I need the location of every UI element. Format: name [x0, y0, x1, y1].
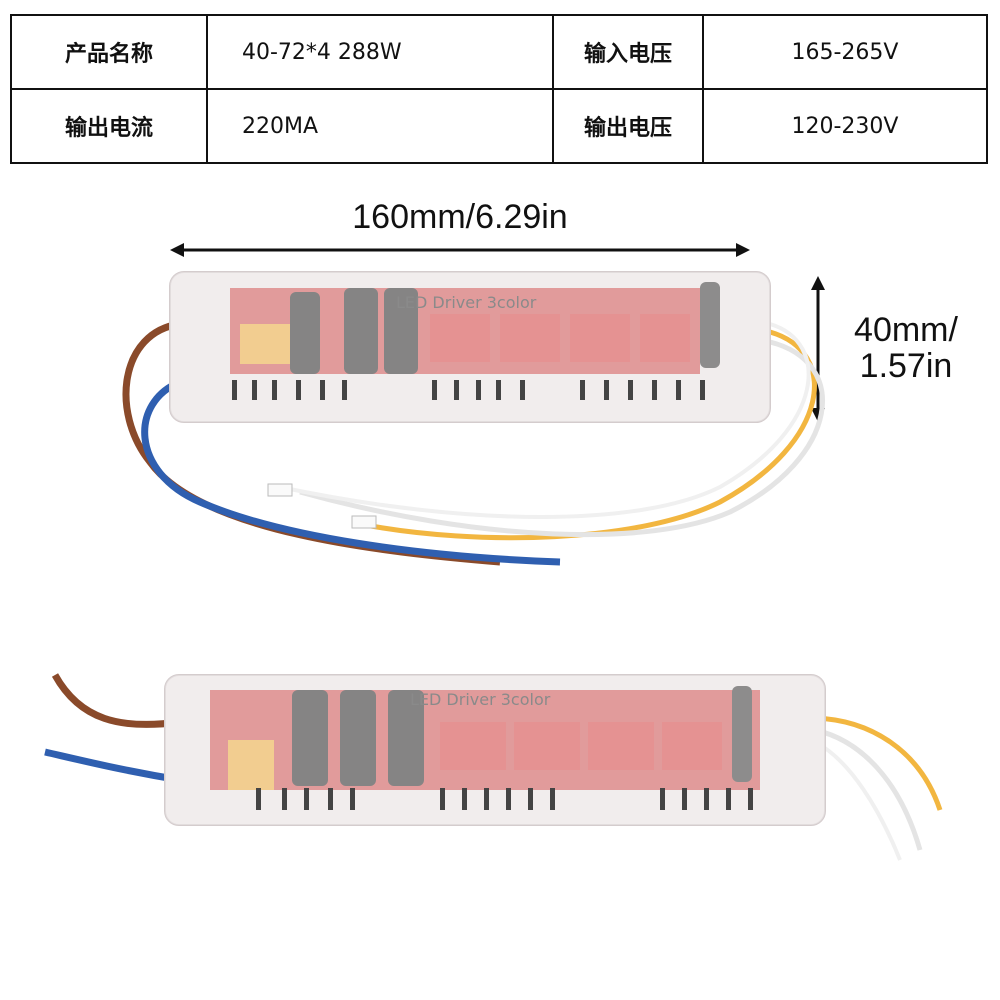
spec-value: 165-265V — [702, 14, 988, 90]
spec-value: 220MA — [206, 88, 554, 164]
product-photo-bottom: LED Driver 3color — [44, 673, 943, 861]
table-row: 产品名称 40-72*4 288W 输入电压 165-265V — [10, 14, 988, 90]
height-label-line: 1.57in — [859, 347, 953, 385]
case-label: LED Driver 3color — [410, 690, 551, 709]
spec-label: 输出电流 — [10, 88, 208, 164]
height-dimension-label: 40mm/ 1.57in — [836, 312, 976, 384]
length-dimension-label: 160mm/6.29in — [352, 198, 568, 236]
spec-label: 输出电压 — [552, 88, 704, 164]
spec-table: 产品名称 40-72*4 288W 输入电压 165-265V 输出电流 220… — [10, 14, 988, 164]
spec-label: 输入电压 — [552, 14, 704, 90]
spec-label: 产品名称 — [10, 14, 208, 90]
height-label-line: 40mm/ — [854, 311, 958, 349]
product-photo-top: LED Driver 3color — [122, 271, 825, 566]
case-label: LED Driver 3color — [396, 293, 537, 312]
table-row: 输出电流 220MA 输出电压 120-230V — [10, 88, 988, 164]
spec-value: 40-72*4 288W — [206, 14, 554, 90]
spec-value: 120-230V — [702, 88, 988, 164]
length-arrow — [170, 243, 750, 257]
